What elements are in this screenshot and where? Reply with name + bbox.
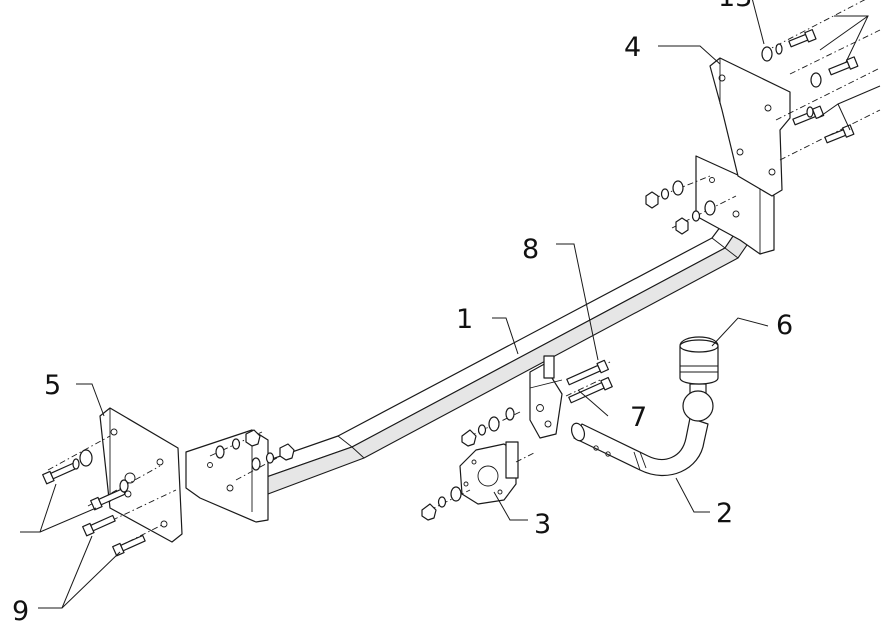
callout-5: 5 bbox=[44, 370, 62, 401]
bolts-right bbox=[761, 29, 859, 144]
callout-3: 3 bbox=[534, 509, 552, 540]
cross-beam bbox=[185, 155, 775, 523]
nuts-right bbox=[645, 180, 716, 235]
callout-2: 2 bbox=[716, 498, 734, 529]
callout-7: 7 bbox=[630, 402, 648, 433]
callout-4: 4 bbox=[624, 32, 642, 63]
callout-6: 6 bbox=[776, 310, 794, 341]
tow-ball-cap bbox=[679, 336, 719, 385]
callout-9: 9 bbox=[12, 596, 30, 627]
socket-plate bbox=[459, 441, 519, 505]
bolts-left bbox=[42, 449, 146, 557]
callout-8: 8 bbox=[522, 234, 540, 265]
callout-13: 13 bbox=[718, 0, 752, 11]
side-plate-left bbox=[99, 407, 183, 543]
callout-1: 1 bbox=[456, 304, 474, 335]
tow-ball-arm bbox=[570, 383, 714, 477]
leader-lines bbox=[20, 0, 881, 609]
bolts-center bbox=[421, 359, 613, 521]
nuts-left bbox=[215, 429, 295, 471]
